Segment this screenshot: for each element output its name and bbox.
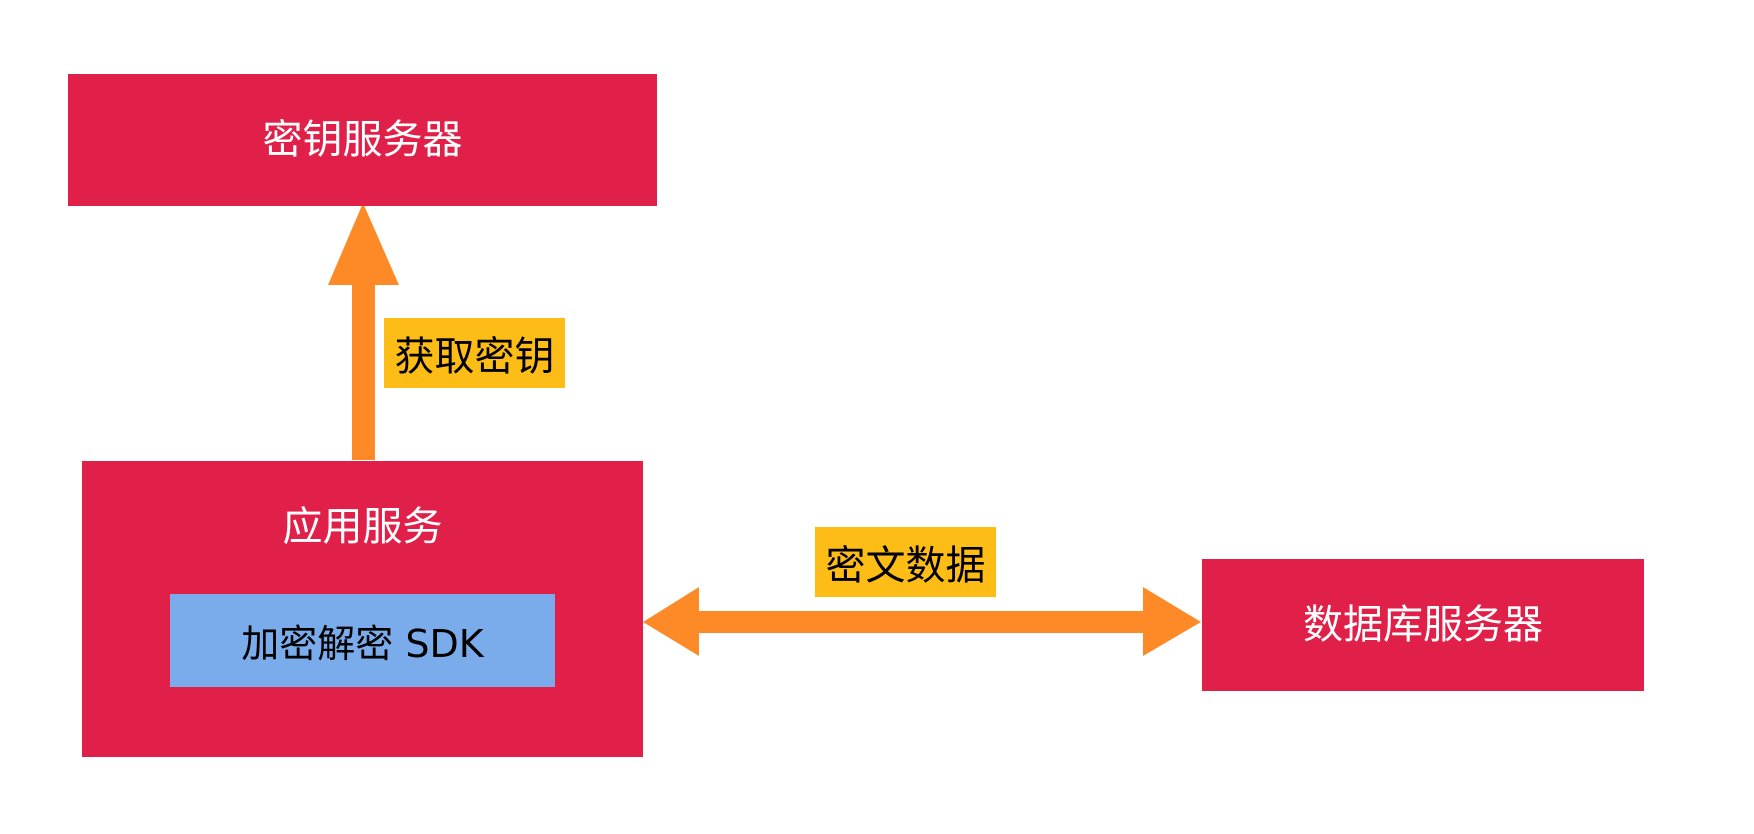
database-server-label: 数据库服务器 — [1303, 602, 1543, 648]
app-service-node: 应用服务 加密解密 SDK — [82, 461, 643, 757]
key-server-node: 密钥服务器 — [68, 74, 657, 206]
key-server-label: 密钥服务器 — [262, 117, 463, 163]
get-key-edge-label: 获取密钥 — [384, 318, 565, 388]
get-key-arrow — [328, 203, 399, 460]
database-server-node: 数据库服务器 — [1202, 559, 1644, 691]
ciphertext-double-arrow — [643, 587, 1201, 656]
ciphertext-edge-label: 密文数据 — [815, 527, 996, 597]
app-service-label: 应用服务 — [282, 504, 443, 550]
encrypt-decrypt-sdk: 加密解密 SDK — [170, 594, 555, 687]
